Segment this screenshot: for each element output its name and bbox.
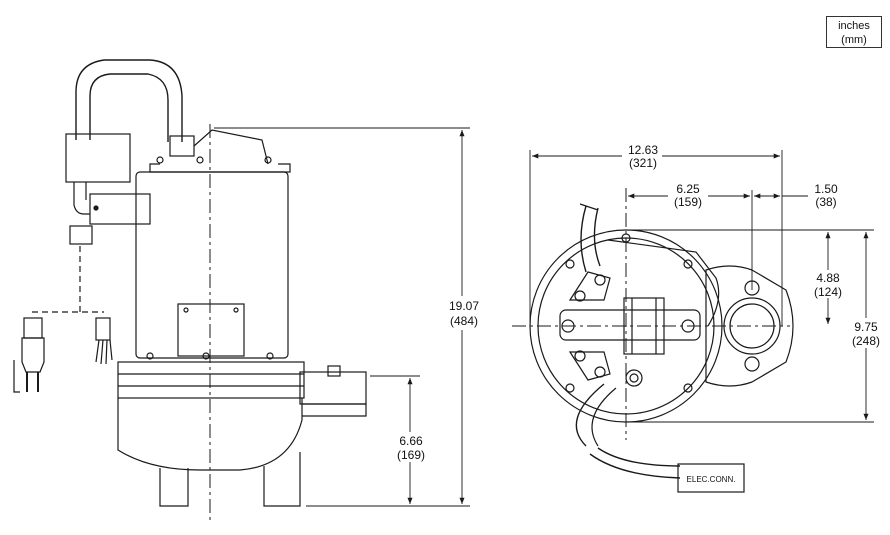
cord-lower [575, 383, 605, 447]
elec-conn-box [677, 463, 745, 493]
discharge-height-in: 6.66 [399, 434, 423, 448]
units-legend: inches (mm) [826, 16, 882, 48]
discharge-height-mm: (169) [397, 448, 425, 462]
pump-foot-right [263, 452, 301, 507]
strain-relief-box [65, 133, 131, 183]
discharge-flange [299, 371, 367, 405]
units-secondary: (mm) [841, 34, 867, 46]
discharge-boss [705, 265, 794, 387]
motor-nameplate [177, 303, 245, 357]
units-primary: inches [838, 20, 870, 32]
side-dimensions [214, 127, 470, 507]
power-plug [13, 317, 45, 393]
center-offset-mm: (124) [814, 285, 842, 299]
pump-foot-left [159, 468, 189, 507]
wire-leads [95, 317, 113, 365]
cord-loop [75, 59, 183, 142]
overall-depth-mm: (248) [852, 334, 880, 348]
cord-tag [89, 193, 151, 225]
center-to-discharge-in: 6.25 [676, 182, 700, 196]
volute-flange [117, 361, 305, 399]
discharge-offset-in: 1.50 [814, 182, 838, 196]
motor-housing [135, 171, 289, 359]
overall-width-in: 12.63 [628, 143, 658, 157]
volute-body [117, 398, 303, 471]
side-view [13, 59, 367, 507]
center-to-discharge-mm: (159) [674, 195, 702, 209]
overall-height-in: 19.07 [449, 299, 479, 313]
overall-width-mm: (321) [629, 156, 657, 170]
cord-upper [580, 205, 587, 273]
elec-conn-label: ELEC.CONN. [687, 475, 736, 484]
overall-height-mm: (484) [450, 314, 478, 328]
overall-depth-in: 9.75 [854, 320, 878, 334]
motor-rail [559, 309, 701, 341]
top-view [529, 203, 794, 493]
discharge-offset-mm: (38) [815, 195, 836, 209]
center-offset-in: 4.88 [816, 271, 840, 285]
